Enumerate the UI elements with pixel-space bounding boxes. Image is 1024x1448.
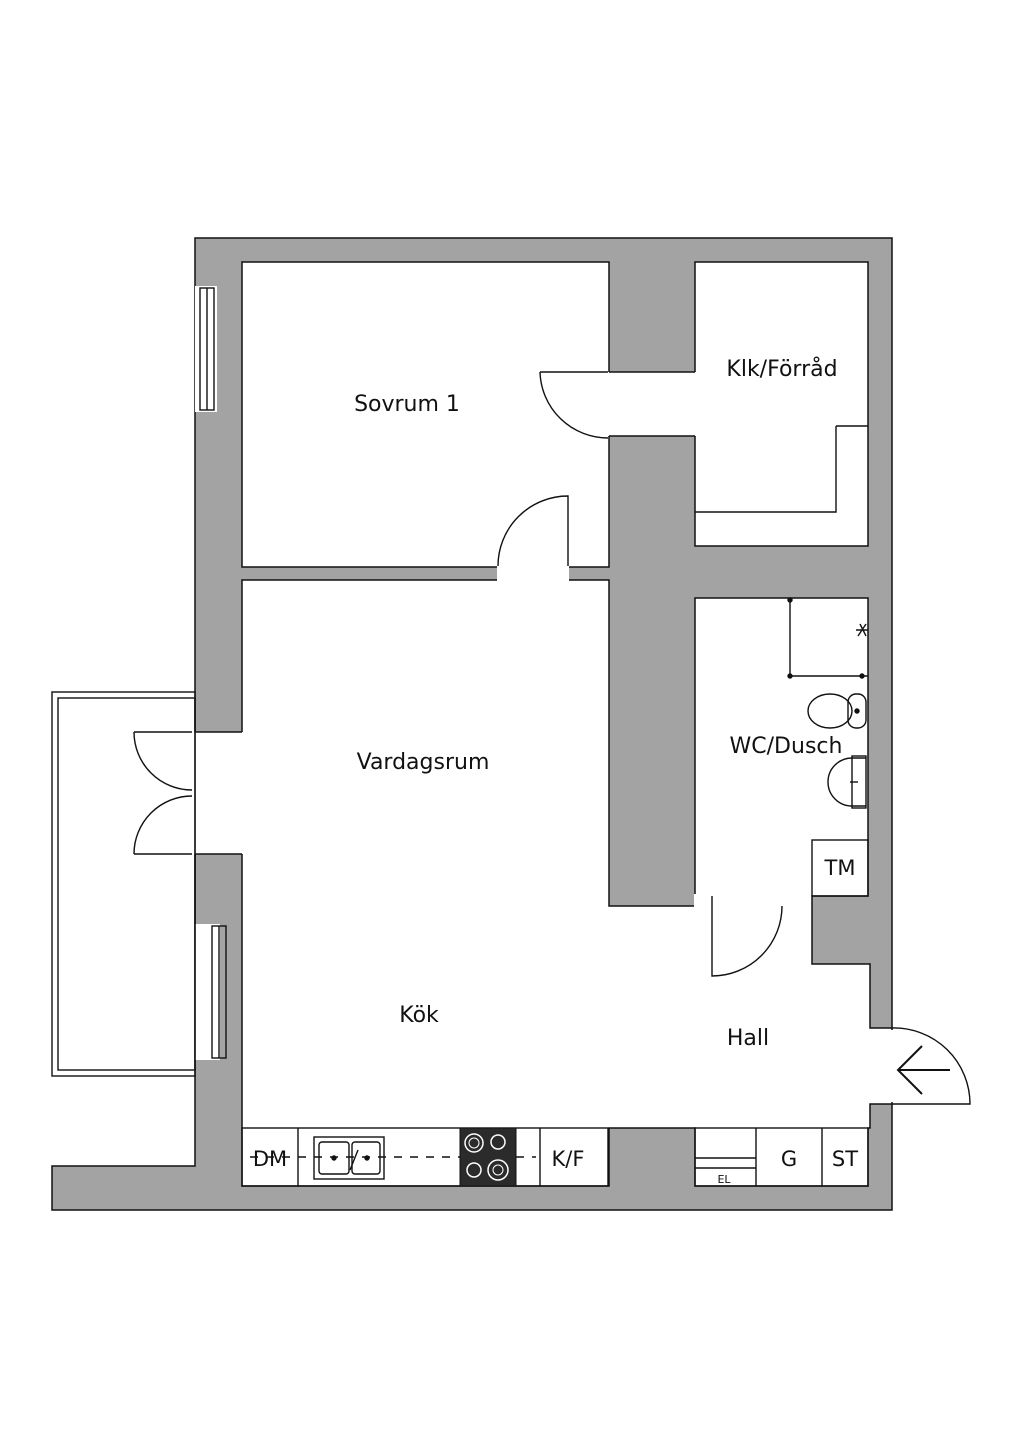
room-label-hall: Hall (727, 1026, 769, 1051)
entrance-opening (866, 1030, 896, 1102)
balcony (51, 691, 196, 1077)
kitchen-counter (241, 1127, 609, 1187)
double-sink-icon (313, 1136, 385, 1180)
bathroom-door (711, 896, 783, 977)
room-label-kok: Kök (399, 1003, 439, 1028)
fixture-label-el: EL (717, 1173, 731, 1186)
wall-openings (192, 286, 896, 1102)
room-label-klk: Klk/Förråd (726, 356, 837, 382)
room-label-sovrum: Sovrum 1 (354, 392, 460, 417)
outer-wall (51, 237, 893, 1211)
storage-door-gap (606, 372, 698, 436)
balcony-door-right (133, 795, 193, 855)
room-label-vardagsrum: Vardagsrum (357, 750, 490, 775)
entrance-door (891, 1027, 971, 1105)
bathroom-door-gap (694, 894, 784, 908)
walls (51, 237, 893, 1211)
room-label-wc: WC/Dusch (730, 734, 843, 759)
opening-edges (195, 371, 695, 855)
fixture-label-st: ST (832, 1147, 858, 1171)
doors (133, 371, 971, 1105)
hall-storage (694, 1127, 869, 1187)
fixture-label-dm: DM (253, 1147, 287, 1171)
counter-outline (241, 1127, 609, 1187)
stove-icon (459, 1127, 517, 1187)
arrow-left-icon (896, 1045, 950, 1095)
washing-machine-box (811, 839, 869, 897)
storage-shelving (695, 425, 868, 513)
bedroom-door-gap (497, 566, 569, 581)
toilet-icon (807, 693, 867, 729)
fixture-label-g: G (781, 1147, 797, 1171)
storage-door (539, 371, 609, 439)
windows (199, 287, 227, 1059)
fixture-label-tm: TM (824, 856, 856, 880)
wash-basin-icon (827, 755, 867, 809)
fixture-label-kf: K/F (552, 1147, 585, 1171)
bedroom-door (497, 495, 569, 567)
balcony-inner (57, 697, 196, 1071)
balcony-outer (51, 691, 196, 1077)
balcony-door-opening (192, 732, 244, 854)
kitchen-window-opening (195, 924, 220, 1060)
shower-icon (787, 597, 868, 679)
balcony-door-left (133, 731, 193, 791)
